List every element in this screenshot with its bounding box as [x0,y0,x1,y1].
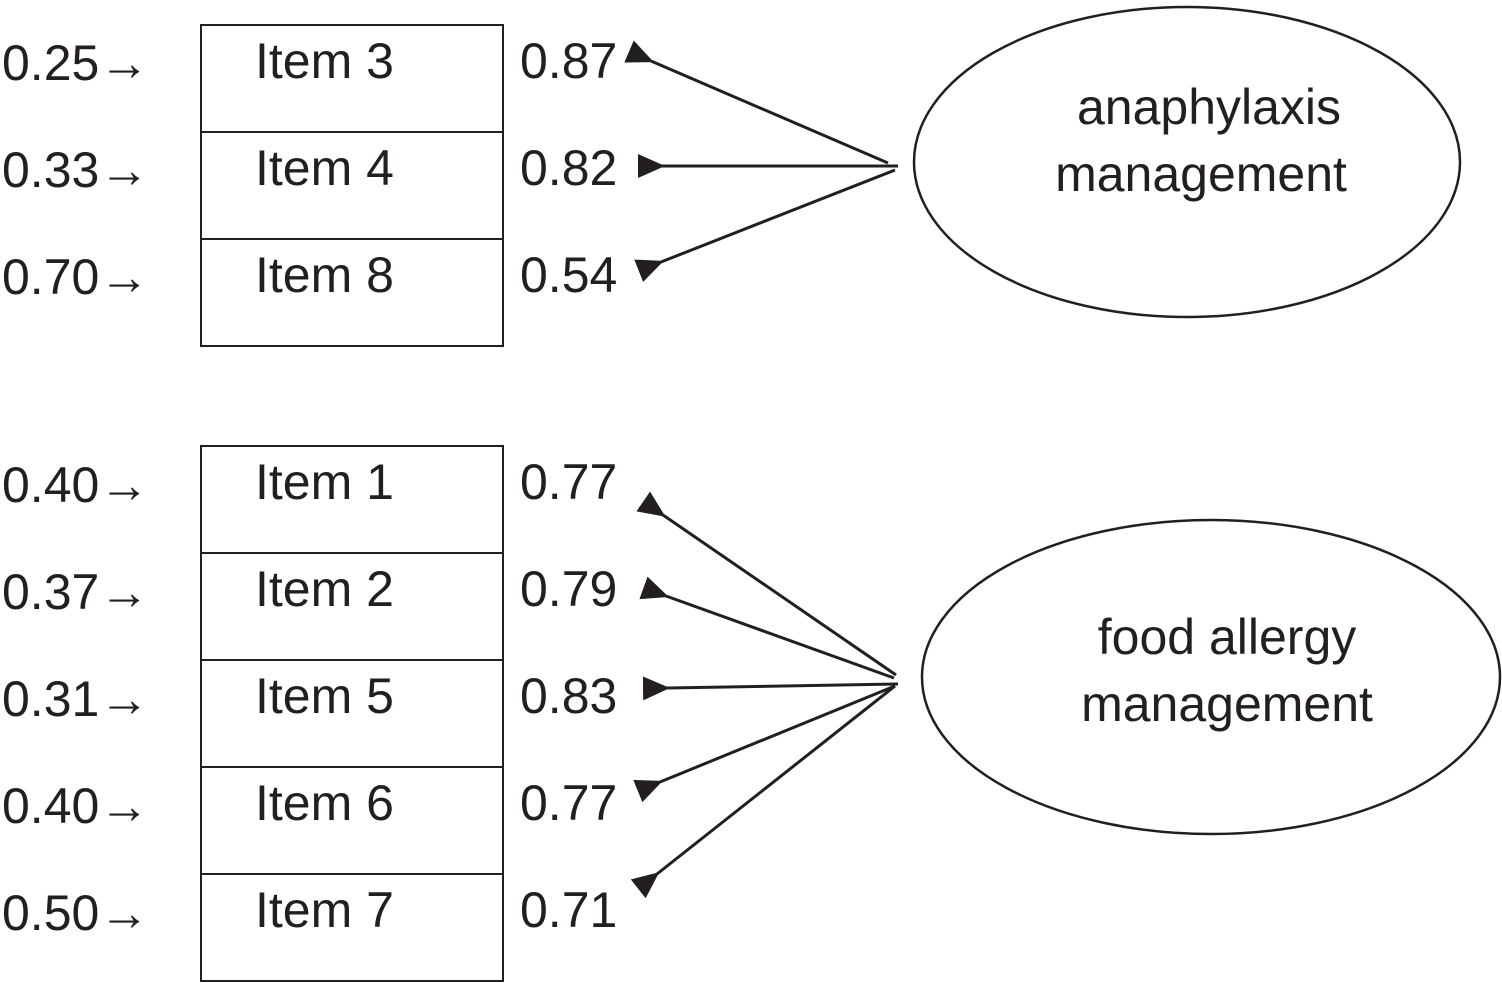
factor-label-line: management [1081,676,1373,732]
item-label: Item 7 [255,882,394,938]
loading-label: 0.77 [520,454,617,510]
factor-group-anaphylaxis: 0.25→ Item 3 0.87 0.33→ Item 4 0.82 0.70… [2,5,1462,347]
loading-label: 0.83 [520,668,617,724]
item-box [200,131,504,240]
loading-label: 0.82 [520,140,617,196]
item-label: Item 6 [255,775,394,831]
latent-factor-food-allergy: food allergy management [920,518,1502,836]
factor-label-line: anaphylaxis [1077,79,1341,135]
latent-factor-anaphylaxis: anaphylaxis management [912,5,1462,319]
error-variance-label: 0.33→ [2,142,149,198]
loading-arrow [636,491,897,677]
item-box [200,445,504,554]
item-row: 0.40→ Item 1 0.77 [2,445,897,677]
item-label: Item 1 [255,454,394,510]
error-variance-label: 0.31→ [2,671,149,727]
item-row: 0.37→ Item 2 0.79 [2,552,895,680]
item-box [200,552,504,661]
factor-ellipse [912,5,1462,319]
item-row: 0.31→ Item 5 0.83 [2,659,899,768]
error-variance-label: 0.40→ [2,778,149,834]
item-box [200,873,504,982]
error-variance-label: 0.37→ [2,564,149,620]
factor-group-food-allergy: 0.40→ Item 1 0.77 0.37→ Item 2 0.79 0.31… [2,445,1502,982]
factor-label-line: management [1055,146,1347,202]
item-label: Item 4 [255,140,394,196]
item-box [200,659,504,768]
error-variance-label: 0.50→ [2,885,149,941]
factor-label-line: food allergy [1098,609,1357,665]
item-row: 0.70→ Item 8 0.54 [2,168,896,347]
error-variance-label: 0.25→ [2,35,149,91]
loading-arrow [634,168,896,282]
item-row: 0.40→ Item 6 0.77 [2,684,896,875]
loading-arrow [639,576,895,680]
loading-arrow [633,684,896,803]
item-row: 0.33→ Item 4 0.82 [2,131,898,240]
item-label: Item 3 [255,33,394,89]
loading-label: 0.77 [520,775,617,831]
error-variance-label: 0.70→ [2,249,149,305]
loading-label: 0.79 [520,561,617,617]
loading-label: 0.87 [520,33,617,89]
item-label: Item 5 [255,668,394,724]
error-variance-label: 0.40→ [2,457,149,513]
item-label: Item 8 [255,247,394,303]
loading-arrow [630,684,896,899]
loading-label: 0.71 [520,882,617,938]
item-box [200,238,504,347]
factor-ellipse [920,518,1502,836]
loading-label: 0.54 [520,247,617,303]
item-box [200,766,504,875]
item-row: 0.50→ Item 7 0.71 [2,684,896,982]
item-label: Item 2 [255,561,394,617]
item-row: 0.25→ Item 3 0.87 [2,24,889,165]
loading-arrow [642,676,899,701]
loading-arrow [624,40,889,165]
